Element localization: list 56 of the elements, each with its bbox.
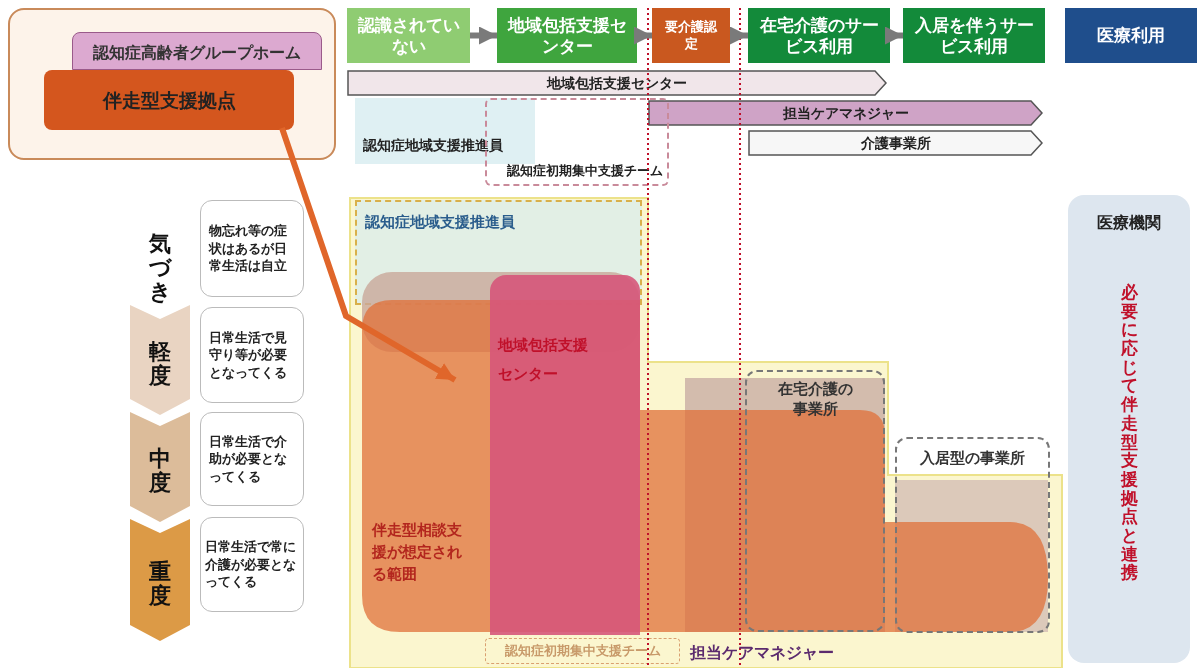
stage-label: 中度: [149, 446, 171, 496]
stage-title: 地域包括支援センター: [506, 15, 628, 56]
arrow: [279, 127, 457, 383]
role-label: 担当ケアマネジャー: [690, 642, 834, 664]
box-title: 認知症高齢者グループホーム: [93, 42, 301, 64]
role-bar: [748, 130, 1043, 156]
arrow: [730, 26, 748, 45]
stage-title: 認識されていない: [356, 15, 461, 56]
stage-title: 在宅介護のサービス利用: [758, 15, 880, 56]
group-frame: [8, 8, 336, 160]
stage-box: [347, 8, 470, 63]
panel-title: 医療機関: [1097, 212, 1161, 234]
stage-box: [748, 8, 890, 63]
bar-label: 介護事業所: [860, 133, 931, 153]
stage-title: 医療利用: [1097, 25, 1165, 46]
arrow: [885, 26, 903, 45]
symptom-box: [200, 200, 304, 297]
area-label: 認知症地域支援推進員: [363, 136, 503, 155]
support-base-box: [44, 70, 294, 130]
stage-label: 気づき: [149, 231, 171, 305]
stage-band: [130, 519, 190, 641]
role-bar: [347, 70, 887, 96]
home-box: [72, 32, 322, 70]
arrow: [634, 26, 652, 45]
area-label: 認知症地域支援推進員: [365, 213, 515, 231]
stage-box: [1065, 8, 1197, 63]
medical-panel: [1068, 195, 1190, 663]
stage-box: [497, 8, 637, 63]
vertical-note: 必要に応じて伴走型支援拠点と連携: [1120, 283, 1138, 582]
symptom-box: [200, 307, 304, 403]
role-bar: [648, 100, 1043, 126]
area-label: 在宅介護の事業所: [776, 380, 854, 420]
center-area: [490, 275, 640, 635]
role-area: [355, 98, 535, 164]
box-title: 伴走型支援拠点: [102, 87, 236, 113]
symptom-text: 物忘れ等の症状はあるが日常生活は自立: [209, 222, 288, 275]
symptom-box: [200, 412, 304, 506]
stage-label: 軽度: [149, 339, 171, 389]
stage-title: 入居を伴うサービス利用: [913, 15, 1035, 56]
area-label: 入居型の事業所: [920, 448, 1025, 469]
area-label: 地域包括支援センター: [498, 335, 589, 385]
arrow: [470, 26, 497, 45]
box-label: 認知症初期集中支援チーム: [504, 642, 661, 661]
team-box: [485, 638, 680, 664]
stage-box: [903, 8, 1045, 63]
stage-band: [130, 305, 190, 415]
stage-band: [130, 412, 190, 522]
stage-title: 要介護認定: [664, 18, 718, 53]
area-label: 伴走型相談支援が想定される範囲: [372, 520, 463, 585]
symptom-text: 日常生活で常に介護が必要となってくる: [205, 538, 297, 591]
symptom-text: 日常生活で介助が必要となってくる: [209, 432, 288, 486]
stage-label: 重度: [149, 559, 171, 609]
stage-box: [652, 8, 730, 63]
bar-label: 担当ケアマネジャー: [782, 103, 909, 123]
symptom-box: [200, 517, 304, 612]
symptom-text: 日常生活で見守り等が必要となってくる: [209, 328, 288, 382]
